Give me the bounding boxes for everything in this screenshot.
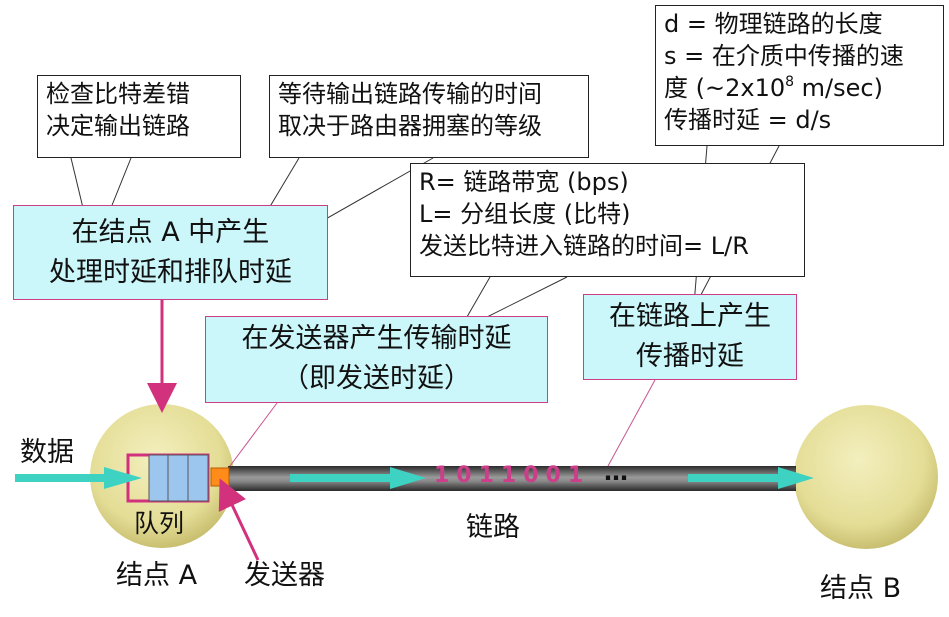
link-arrow-right xyxy=(688,467,814,489)
box-node-delay: 在结点 A 中产生 处理时延和排队时延 xyxy=(13,205,328,300)
sender-label-arrow xyxy=(218,478,260,561)
note-check-bits: 检查比特差错 决定输出链路 xyxy=(37,75,241,158)
note-rl-line1: R= 链路带宽 (bps) xyxy=(419,168,629,196)
link-label: 链路 xyxy=(466,512,520,543)
ellipsis-label: … xyxy=(604,458,628,486)
note-params-ds: d = 物理链路的长度 s = 在介质中传播的速 度 (~2x108 m/sec… xyxy=(655,5,944,146)
note-wait-line2: 取决于路由器拥塞的等级 xyxy=(278,112,542,140)
note-ds-line4: 传播时延 = d/s xyxy=(664,106,832,134)
box-prop-delay: 在链路上产生 传播时延 xyxy=(583,294,797,380)
note-rl-line3: 发送比特进入链路的时间= L/R xyxy=(419,232,749,260)
note-ds-line2: s = 在介质中传播的速 xyxy=(664,42,904,70)
node-b-circle xyxy=(794,405,938,549)
note-params-rl: R= 链路带宽 (bps) L= 分组长度 (比特) 发送比特进入链路的时间= … xyxy=(410,163,805,277)
note-wait-line1: 等待输出链路传输的时间 xyxy=(278,80,542,108)
box-prop-line2: 传播时延 xyxy=(636,341,744,372)
box-node-delay-line1: 在结点 A 中产生 xyxy=(71,217,270,248)
box-node-delay-line2: 处理时延和排队时延 xyxy=(49,257,292,288)
queue-icon xyxy=(126,453,210,503)
note-ds-line3-pre: 度 (~2x10 xyxy=(664,74,786,102)
data-arrow xyxy=(15,467,142,489)
note-ds-line3-sup: 8 xyxy=(785,74,795,90)
queue-label: 队列 xyxy=(134,509,185,538)
bits-label: 1011001 xyxy=(434,463,591,488)
box-prop-line1: 在链路上产生 xyxy=(609,301,771,332)
sender-label: 发送器 xyxy=(244,560,325,591)
note-ds-line3-post: m/sec) xyxy=(794,74,883,102)
link-arrow-left xyxy=(290,467,426,489)
node-b-label: 结点 B xyxy=(820,573,902,604)
node-a-label: 结点 A xyxy=(116,560,198,591)
note-ds-line3: 度 (~2x108 m/sec) xyxy=(664,72,935,104)
box-transmit-delay: 在发送器产生传输时延 （即发送时延） xyxy=(205,316,548,403)
note-ds-line1: d = 物理链路的长度 xyxy=(664,10,883,38)
note-check-line2: 决定输出链路 xyxy=(46,112,190,140)
sender-icon xyxy=(210,467,230,487)
box-transmit-line1: 在发送器产生传输时延 xyxy=(241,323,512,354)
note-rl-line2: L= 分组长度 (比特) xyxy=(419,200,631,228)
note-check-line1: 检查比特差错 xyxy=(46,80,190,108)
data-label: 数据 xyxy=(20,437,74,468)
callout-lines xyxy=(229,379,656,467)
box-transmit-line2: （即发送时延） xyxy=(282,363,471,394)
note-wait-time: 等待输出链路传输的时间 取决于路由器拥塞的等级 xyxy=(269,75,589,158)
